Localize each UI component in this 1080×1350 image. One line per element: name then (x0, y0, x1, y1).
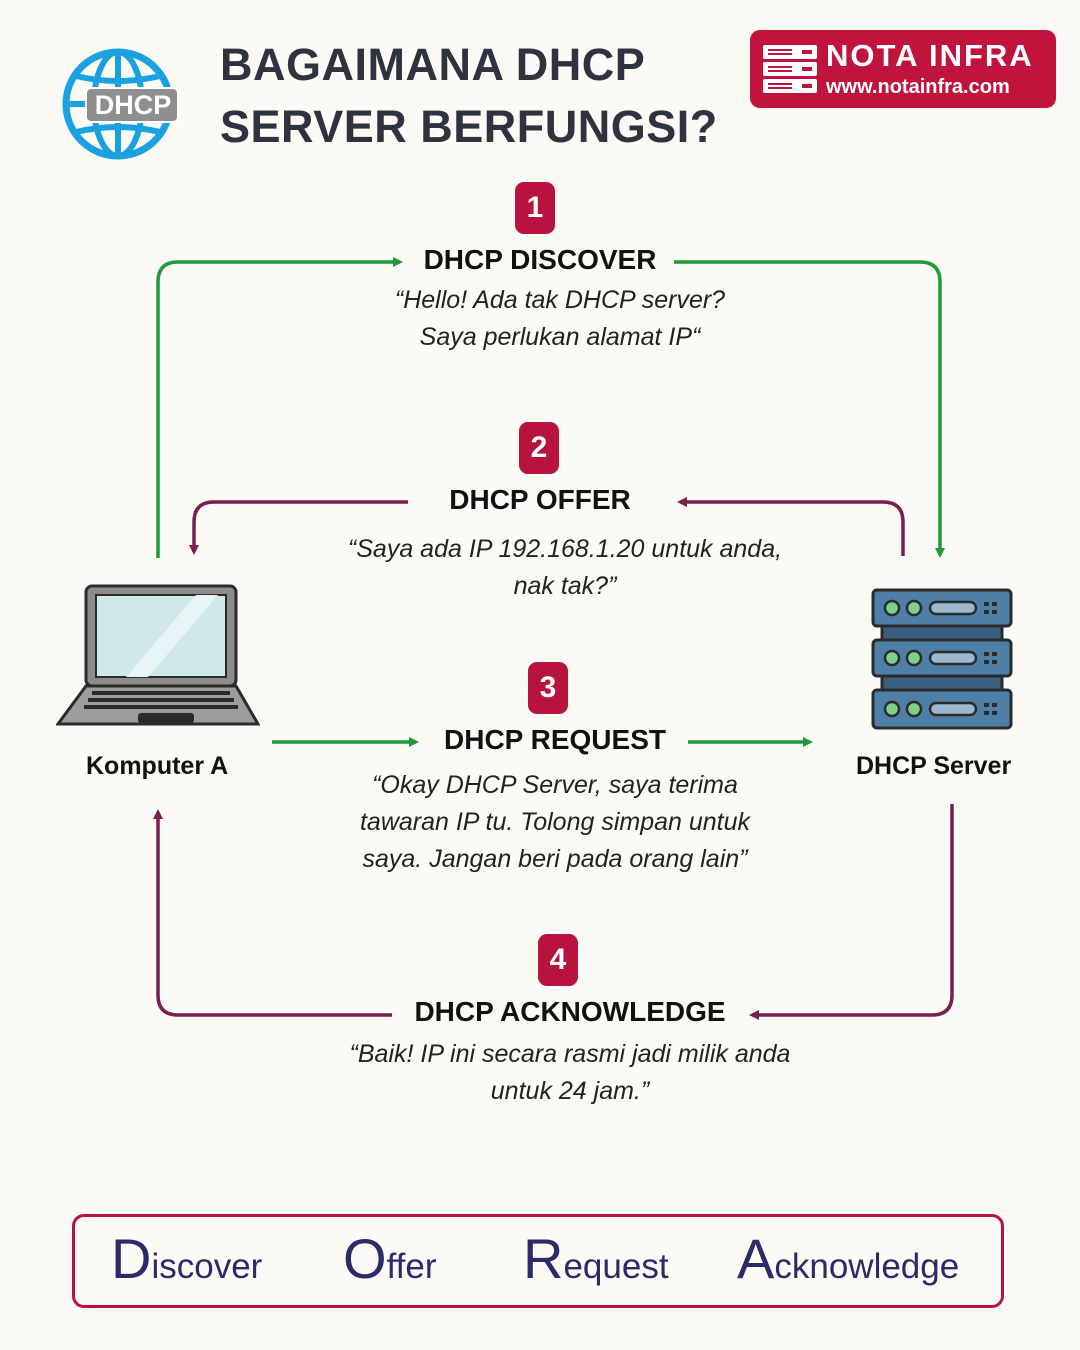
step-4-badge: 4 (538, 934, 578, 986)
ack-arrow-left (153, 809, 392, 1017)
ack-arrow-right (749, 804, 954, 1020)
brand-badge: NOTA INFRA www.notainfra.com (750, 30, 1056, 108)
discover-arrow-right (674, 260, 945, 558)
summary-box: Discover Offer Request Acknowledge (72, 1214, 1004, 1308)
dhcp-logo: DHCP (58, 48, 180, 160)
logo-label: DHCP (94, 90, 172, 120)
globe-icon (62, 48, 179, 160)
page-title: BAGAIMANA DHCP SERVER BERFUNGSI? (220, 34, 740, 158)
step-2-badge: 2 (519, 422, 559, 474)
summary-discover: Discover (111, 1227, 263, 1290)
step-4-title: DHCP ACKNOWLEDGE (414, 996, 726, 1027)
step-2-quote: “Saya ada IP 192.168.1.20 untuk anda, na… (347, 535, 783, 600)
offer-arrow-right (677, 497, 905, 556)
step-2-title: DHCP OFFER (449, 484, 631, 515)
summary-acknowledge: Acknowledge (737, 1227, 960, 1290)
discover-arrow-left (156, 257, 403, 558)
server-icon (871, 588, 1013, 730)
step-3-quote: “Okay DHCP Server, saya terima tawaran I… (359, 771, 751, 873)
step-1-badge: 1 (515, 182, 555, 234)
step-4-quote: “Baik! IP ini secara rasmi jadi milik an… (349, 1040, 791, 1105)
brand-url: www.notainfra.com (826, 76, 1010, 98)
brand-name: NOTA INFRA (826, 38, 1034, 73)
summary-request: Request (523, 1227, 669, 1290)
offer-arrow-left (189, 500, 408, 555)
step-1-title: DHCP DISCOVER (423, 244, 657, 275)
server-label: DHCP Server (856, 752, 1012, 780)
server-rack-icon (763, 45, 817, 93)
step-3-title: DHCP REQUEST (444, 724, 666, 755)
summary-offer: Offer (343, 1227, 437, 1290)
laptop-icon (56, 584, 260, 726)
client-label: Komputer A (86, 752, 229, 780)
title-line-1: BAGAIMANA DHCP (220, 39, 646, 90)
step-1-quote: “Hello! Ada tak DHCP server? Saya perluk… (394, 286, 726, 351)
title-line-2: SERVER BERFUNGSI? (220, 101, 718, 152)
step-3-badge: 3 (528, 662, 568, 714)
